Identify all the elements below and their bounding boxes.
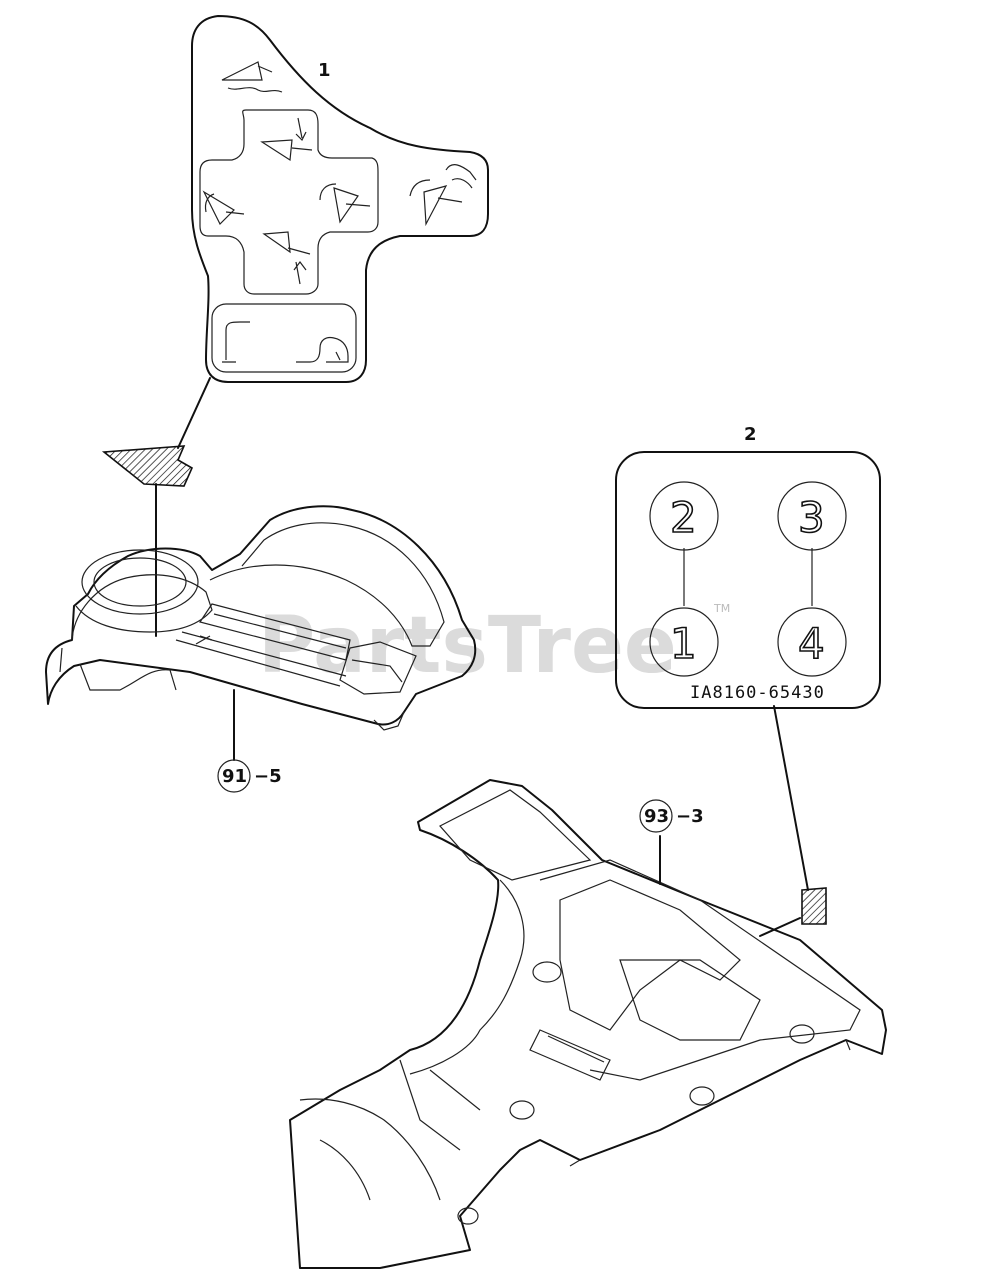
watermark-tm: TM — [713, 602, 730, 615]
sticker-1-icon — [101, 445, 194, 487]
sticker-2-icon — [801, 887, 827, 925]
watermark-text: PartsTree — [258, 601, 677, 691]
ref-91-suffix: −5 — [254, 766, 282, 787]
panel-93-icon[interactable] — [289, 779, 887, 1269]
ref-91: 91 — [222, 766, 247, 787]
shift-position-4: 4 — [798, 619, 825, 668]
decal-2-icon[interactable] — [615, 451, 881, 709]
decal-1-icon[interactable] — [191, 15, 489, 383]
ref-93-suffix: −3 — [676, 806, 704, 827]
ref-93: 93 — [644, 806, 669, 827]
shift-position-3: 3 — [798, 493, 825, 542]
panel-91-icon[interactable] — [45, 505, 477, 731]
shift-position-2: 2 — [670, 493, 697, 542]
part-code: IA8160-65430 — [690, 683, 825, 703]
shift-position-1: 1 — [670, 619, 697, 668]
callout-2: 2 — [744, 424, 757, 445]
callout-1: 1 — [318, 60, 331, 81]
